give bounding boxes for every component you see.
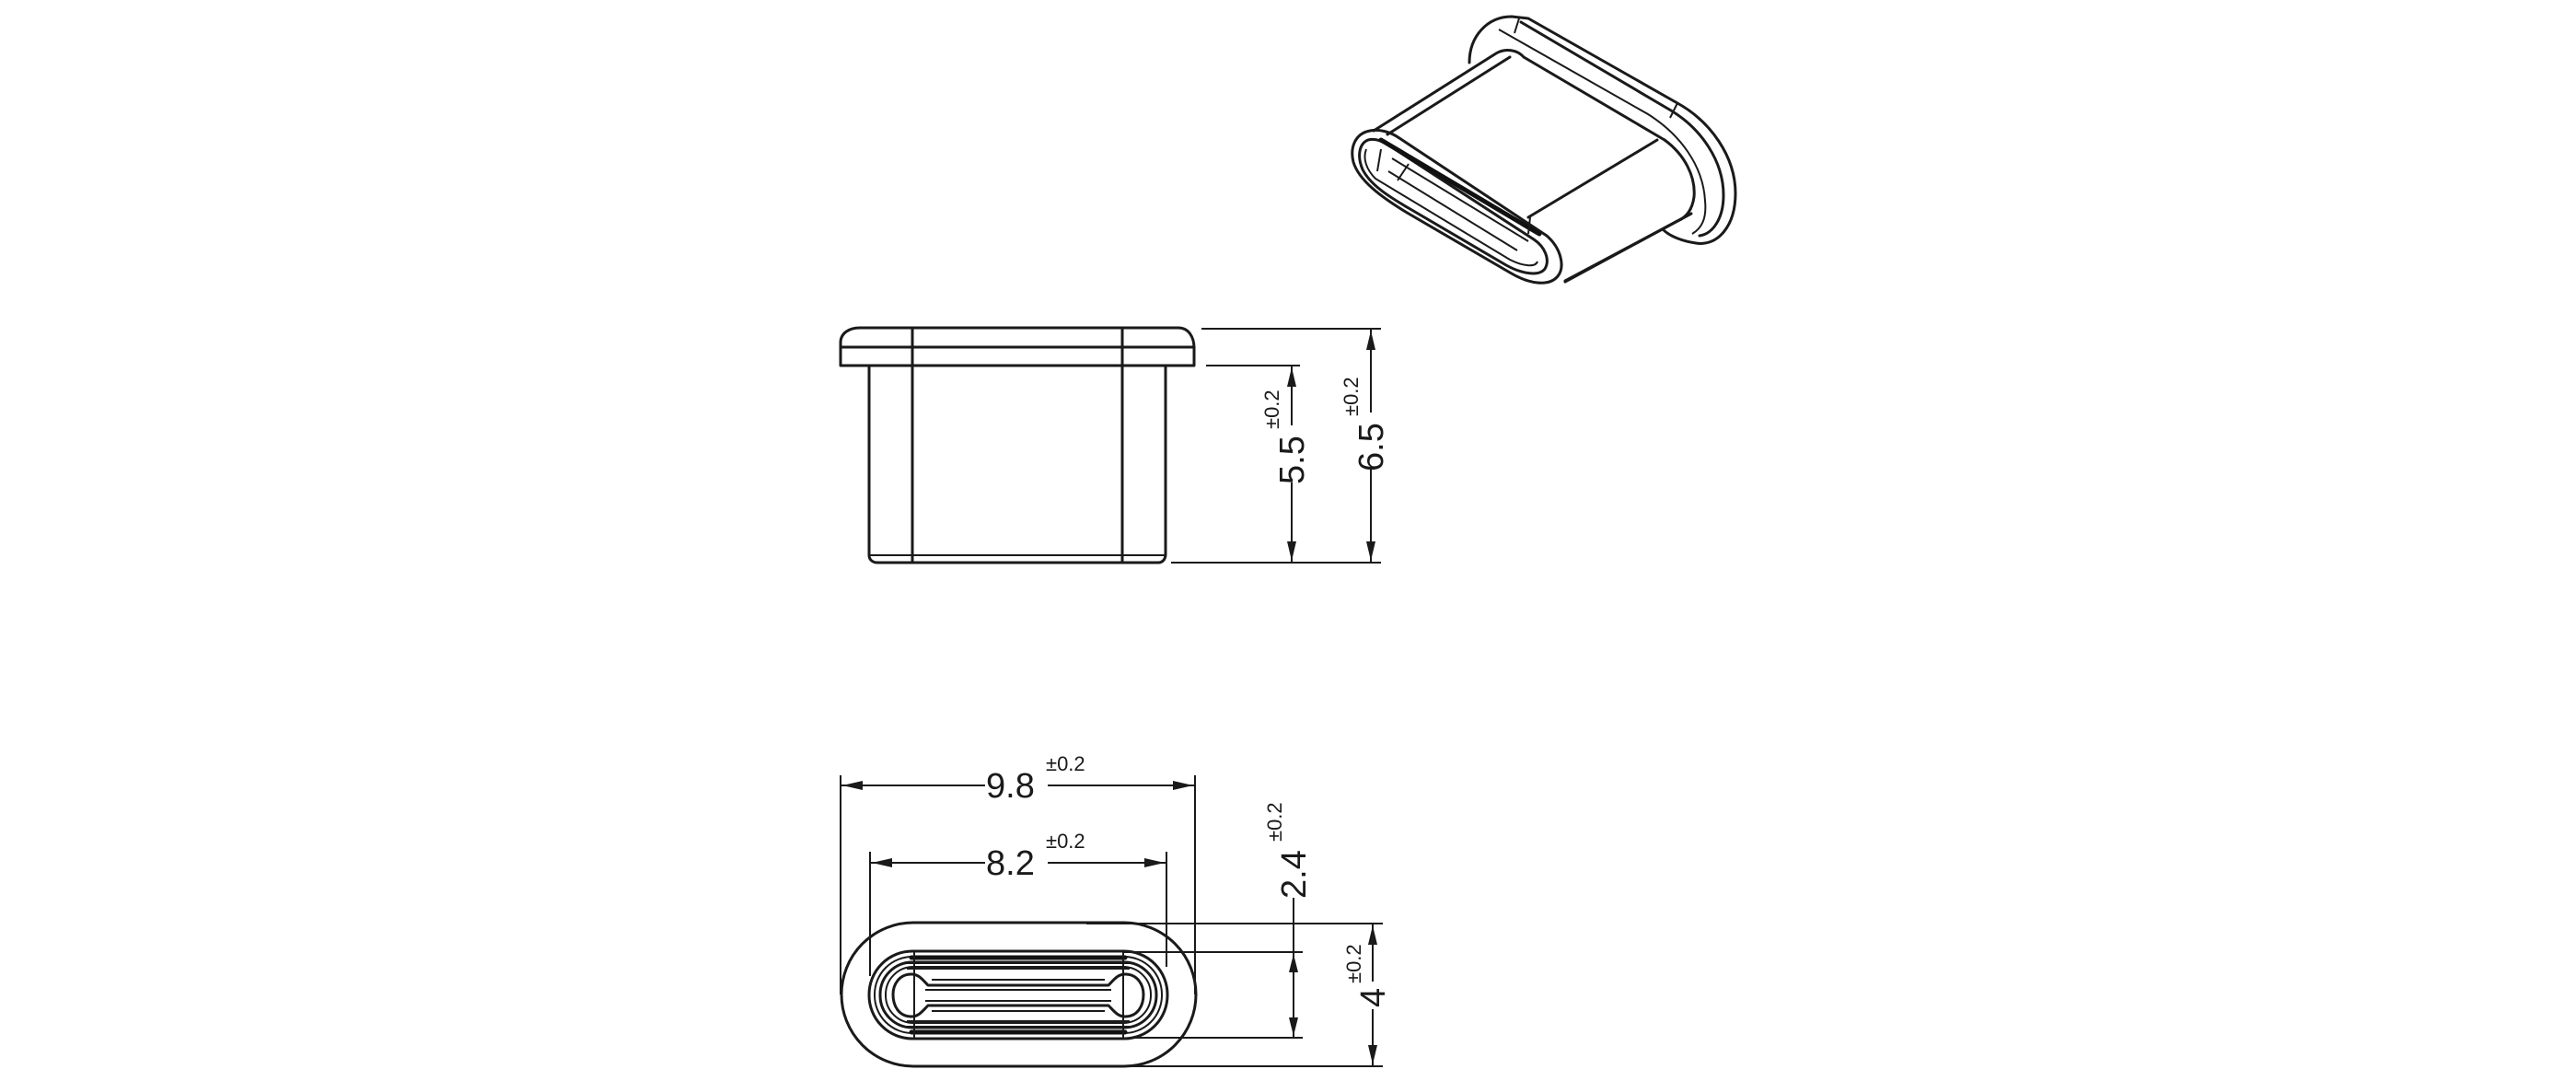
iso-body-bottom-edge: [1563, 212, 1693, 284]
front-tongue-slot: [891, 972, 1145, 1018]
iso-body-mid-edge: [1526, 138, 1659, 219]
iso-cap-tick: [1376, 148, 1531, 235]
arrow-up-icon: [1366, 331, 1375, 350]
dim-8-2-tolerance: ±0.2: [1046, 830, 1085, 853]
dim-9-8-tolerance: ±0.2: [1046, 752, 1085, 775]
dim-8-2-value: 8.2: [986, 844, 1035, 883]
arrow-left-icon: [872, 858, 892, 867]
dim-4-tolerance: ±0.2: [1342, 944, 1365, 983]
dim-5-5-value: 5.5: [1273, 436, 1312, 484]
arrow-down-icon: [1289, 1017, 1298, 1036]
arrow-right-icon: [1173, 781, 1193, 790]
side-view: 5.5 ±0.2 6.5 ±0.2: [839, 326, 1391, 564]
iso-front-cap-inner: [1358, 137, 1549, 275]
side-body: [867, 364, 1167, 564]
arrow-right-icon: [1144, 858, 1165, 867]
iso-flange-inner-edge: [1519, 20, 1725, 238]
front-cavity-ring-1: [867, 949, 1169, 1040]
dim-6-5-value: 6.5: [1352, 423, 1391, 471]
side-flange: [839, 326, 1196, 367]
iso-body-top-edge: [1372, 49, 1666, 142]
arrow-down-icon: [1287, 541, 1296, 561]
arrow-left-icon: [842, 781, 863, 790]
iso-flange-rim-tick: [1514, 17, 1678, 119]
iso-slot-inner-line: [1387, 157, 1529, 251]
dim-4-value: 4: [1354, 988, 1393, 1007]
iso-flange-rim-line: [1498, 29, 1707, 235]
dim-2-4-value: 2.4: [1275, 850, 1314, 899]
dim-5-5-tolerance: ±0.2: [1260, 389, 1283, 429]
arrow-up-icon: [1287, 367, 1296, 387]
front-cavity-ring-3: [878, 960, 1158, 1029]
isometric-view: [1351, 15, 1737, 285]
arrow-down-icon: [1366, 541, 1375, 561]
front-outer-oval: [840, 921, 1198, 1068]
dim-2-4-tolerance: ±0.2: [1263, 802, 1286, 842]
iso-body-top-inner-edge: [1386, 55, 1512, 136]
arrow-up-icon: [1368, 925, 1377, 945]
dim-6-5-tolerance: ±0.2: [1340, 377, 1363, 416]
dim-9-8-value: 9.8: [986, 767, 1035, 806]
arrow-up-icon: [1289, 954, 1298, 972]
iso-body-right-face: [1563, 138, 1696, 283]
front-view: 9.8 ±0.2 8.2 ±0.2: [840, 752, 1393, 1068]
iso-slot-shadow-line: [1378, 137, 1542, 237]
iso-front-cap-ring-2: [1363, 148, 1538, 267]
iso-front-cap-outer: [1351, 128, 1563, 285]
arrow-down-icon: [1368, 1045, 1377, 1064]
front-cavity-ring-4: [885, 966, 1152, 1024]
iso-flange-outline: [1468, 15, 1737, 245]
